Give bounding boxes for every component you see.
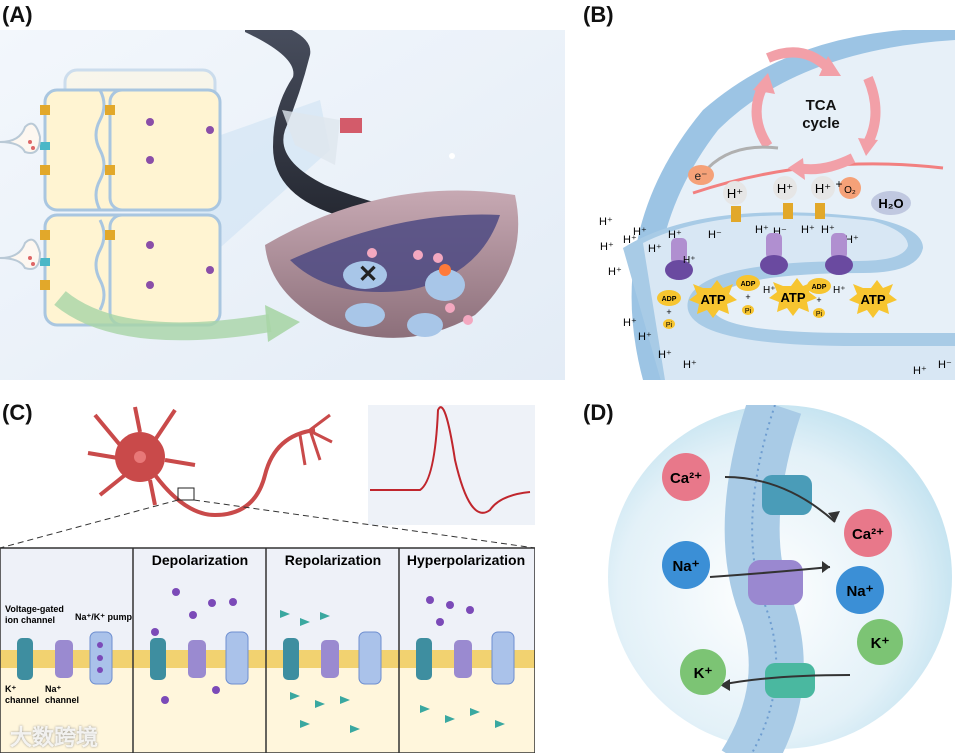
electrocyte-membrane-cup: ✕ xyxy=(265,190,519,338)
panel-d-ion-transport: Ca²⁺ Ca²⁺ Na⁺ Na⁺ K⁺ K⁺ xyxy=(608,405,952,753)
electron-icon xyxy=(688,165,714,185)
sodium-channel xyxy=(748,560,803,605)
potassium-channel xyxy=(765,663,815,698)
channels-repolarization xyxy=(280,610,382,733)
k-ion-label: K⁺ xyxy=(694,665,713,682)
voltage-gated-label: Voltage-gated xyxy=(5,604,64,614)
stage-repolarization: Repolarization xyxy=(285,552,381,568)
oxygen-icon xyxy=(839,177,861,199)
panel-b-label: (B) xyxy=(583,2,614,27)
k-channel-label-2: channel xyxy=(5,695,39,705)
hplus-label: H⁺ xyxy=(683,255,696,266)
ca-ion-label: Ca²⁺ xyxy=(852,526,884,543)
hplus-label: H⁺ xyxy=(913,365,927,377)
tca-label-line1: TCA xyxy=(806,97,837,114)
calcium-channel xyxy=(762,475,812,515)
action-potential-trace xyxy=(370,406,531,514)
panel-a-illustration: ✕ xyxy=(0,30,565,380)
tca-label-line2: cycle xyxy=(802,115,840,132)
hplus-label: H⁺ xyxy=(638,331,652,343)
plus-label: + xyxy=(666,307,671,317)
sodium-ion-outside xyxy=(662,541,710,589)
electric-eel xyxy=(245,30,473,232)
potassium-ion-outside xyxy=(680,649,726,695)
hplus-label: H⁺ xyxy=(648,243,662,255)
hplus-label: H⁺ xyxy=(763,285,776,296)
hplus-label: H⁺ xyxy=(821,224,835,236)
hplus-label: H⁺ xyxy=(623,317,637,329)
hplus-label: H⁺ xyxy=(683,359,697,371)
panel-b-mitochondria: TCA cycle e⁻ H⁺ H⁺ H⁺ O₂ + H₂O H⁺ H⁺ H⁺ … xyxy=(583,28,955,380)
potassium-ion-inside xyxy=(857,619,903,665)
pi-label: Pi xyxy=(666,322,673,329)
atp-synthase-3 xyxy=(825,233,853,275)
h2o-label: H₂O xyxy=(878,196,903,211)
hplus-label: H⁺ xyxy=(777,181,793,196)
plus-label: + xyxy=(816,295,821,305)
hplus-label: H⁺ xyxy=(600,241,614,253)
hplus-label: H⁺ xyxy=(833,285,846,296)
hplus-label: H⁺ xyxy=(633,226,647,238)
panel-c-label: (C) xyxy=(2,400,33,425)
hplus-label: H⁺ xyxy=(727,186,743,201)
svg-text:✕: ✕ xyxy=(358,261,378,288)
ion-channel-label: ion channel xyxy=(5,615,55,625)
plus-label: + xyxy=(745,292,750,302)
hplus-label: H⁺ xyxy=(658,349,672,361)
stage-hyperpolarization: Hyperpolarization xyxy=(407,552,525,568)
panel-c-action-potential: Depolarization Repolarization Hyperpolar… xyxy=(0,405,535,753)
panel-d-label: (D) xyxy=(583,400,614,425)
hminus-label: H⁻ xyxy=(708,229,722,241)
sodium-ion-inside xyxy=(836,566,884,614)
pump-label: Na⁺/K⁺ pump xyxy=(75,612,133,622)
tca-cycle-arrows xyxy=(706,47,881,180)
o2-label: O₂ xyxy=(844,185,856,196)
atp-output-3: ATP ADP + Pi H⁺ xyxy=(807,278,897,318)
action-potential-plot xyxy=(368,405,535,525)
calcium-ion-inside xyxy=(844,509,892,557)
hplus-label: H⁺ xyxy=(755,224,769,236)
hplus-label: H⁺ xyxy=(815,181,831,196)
atp-synthase-2 xyxy=(760,233,788,275)
hplus-label: H⁺ xyxy=(599,216,613,228)
adp-label: ADP xyxy=(662,296,677,303)
water-icon xyxy=(871,191,911,215)
na-channel-label-2: channel xyxy=(45,695,79,705)
ca-ion-label: Ca²⁺ xyxy=(670,470,702,487)
electrocyte-stack xyxy=(40,68,222,327)
k-ion-label: K⁺ xyxy=(871,635,890,652)
nerve-terminal xyxy=(0,122,42,270)
pi-label: Pi xyxy=(745,308,752,315)
atp-label: ATP xyxy=(860,292,885,307)
na-channel-label: Na⁺ xyxy=(45,684,62,694)
stage-depolarization: Depolarization xyxy=(152,552,248,568)
adp-label: ADP xyxy=(741,281,756,288)
adp-label: ADP xyxy=(812,284,827,291)
k-channel-label: K⁺ xyxy=(5,684,16,694)
plus-label: + xyxy=(835,177,842,191)
channels-depolarization xyxy=(150,588,249,704)
neuron xyxy=(87,406,333,518)
atp-label: ATP xyxy=(780,290,805,305)
calcium-ion-outside xyxy=(662,453,710,501)
panel-a-label: (A) xyxy=(2,2,33,27)
hplus-label: H⁺ xyxy=(623,234,637,246)
hplus-label: H⁺ xyxy=(801,224,815,236)
atp-label: ATP xyxy=(700,292,725,307)
channels-resting xyxy=(17,631,113,685)
na-ion-label: Na⁺ xyxy=(672,558,699,575)
atp-output-1: ATP ADP + Pi xyxy=(657,280,737,329)
pi-label: Pi xyxy=(816,311,823,318)
channels-hyperpolarization xyxy=(416,596,515,728)
hplus-label: H⁺ xyxy=(845,234,859,246)
watermark: 大数跨境 xyxy=(10,726,99,751)
hplus-label: H⁺ xyxy=(608,266,622,278)
hminus-label: H⁻ xyxy=(938,359,952,371)
atp-synthase-1: H⁺ xyxy=(665,238,696,280)
electron-label: e⁻ xyxy=(694,169,707,183)
atp-output-2: ATP ADP + Pi H⁺ xyxy=(736,275,817,316)
na-ion-label: Na⁺ xyxy=(846,583,873,600)
